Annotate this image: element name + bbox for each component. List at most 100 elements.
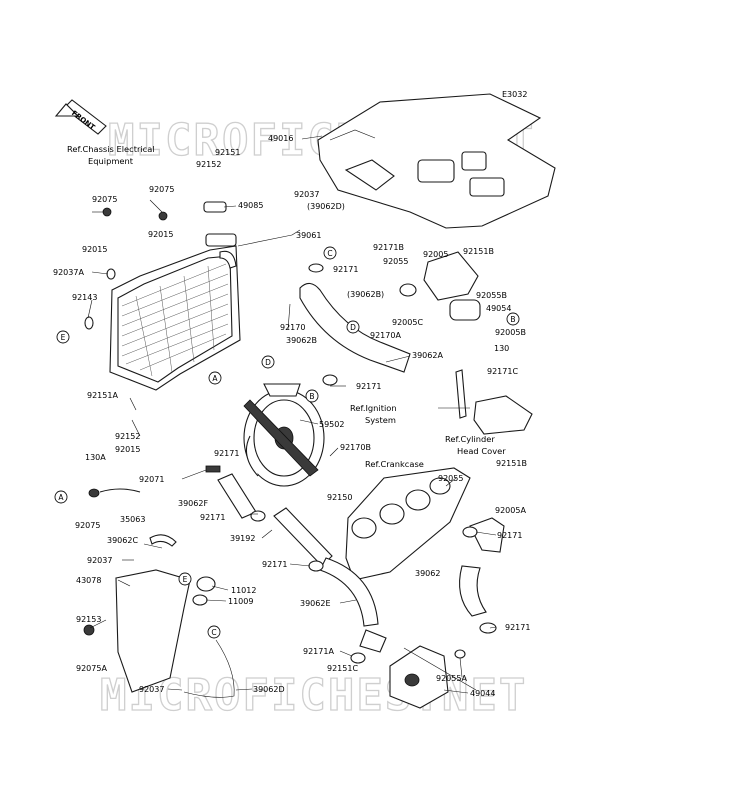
callout-a-1: A — [208, 371, 222, 385]
part-label: 92015 — [148, 230, 173, 239]
part-label: 92170B — [340, 443, 371, 452]
part-label: 92015 — [115, 445, 140, 454]
part-label: 92171 — [214, 449, 239, 458]
hardware-drawing — [83, 207, 497, 664]
part-label: 11012 — [231, 586, 256, 595]
part-label: 92171 — [333, 265, 358, 274]
part-label: 92151A — [87, 391, 118, 400]
part-label: 39062A — [412, 351, 443, 360]
note-ignition-line1: Ref.Ignition — [350, 403, 397, 413]
cylinder-head-cover-drawing — [455, 369, 533, 435]
part-label: 92170A — [370, 331, 401, 340]
part-label: 92075A — [76, 664, 107, 673]
part-label: 92075 — [92, 195, 117, 204]
part-label: 92171 — [262, 560, 287, 569]
part-label: 92005 — [423, 250, 448, 259]
part-label: 130 — [494, 344, 509, 353]
part-label: 49044 — [470, 689, 495, 698]
part-label: 92005A — [495, 506, 526, 515]
svg-text:D: D — [265, 358, 271, 367]
part-label: (39062B) — [347, 290, 384, 299]
part-label: 92071 — [139, 475, 164, 484]
part-label: 92055B — [476, 291, 507, 300]
part-label: 59502 — [319, 420, 344, 429]
part-label: 92055 — [383, 257, 408, 266]
part-label: 92005C — [392, 318, 423, 327]
part-label: 92055 — [438, 474, 463, 483]
part-label: 92152 — [115, 432, 140, 441]
callout-e-1: E — [56, 330, 70, 344]
svg-text:A: A — [212, 374, 218, 383]
part-label: 49085 — [238, 201, 263, 210]
hose-39192-drawing — [217, 473, 505, 653]
part-label: 92151B — [463, 247, 494, 256]
callout-e-2: E — [178, 572, 192, 586]
radiator-drawing — [109, 201, 241, 391]
part-label: 92150 — [327, 493, 352, 502]
thermostat-drawing — [399, 251, 481, 321]
svg-text:D: D — [350, 323, 356, 332]
hose-39062a-drawing — [299, 282, 411, 373]
callout-c-2: C — [207, 625, 221, 639]
note-chassis-line1: Ref.Chassis Electrical — [67, 144, 155, 154]
note-ignition-line2: System — [365, 415, 396, 425]
part-label: 92075 — [149, 185, 174, 194]
svg-text:C: C — [211, 628, 216, 637]
callout-a-2: A — [54, 490, 68, 504]
part-label: 39062C — [107, 536, 138, 545]
part-label: 92005B — [495, 328, 526, 337]
callout-d-2: D — [261, 355, 275, 369]
water-pump-drawing — [389, 645, 477, 709]
part-label: 92037 — [87, 556, 112, 565]
callout-d-1: D — [346, 320, 360, 334]
part-label: 92151C — [327, 664, 358, 673]
part-label: 39061 — [296, 231, 321, 240]
note-cylinder-line2: Head Cover — [457, 446, 506, 456]
part-label: 92171 — [505, 623, 530, 632]
part-label: 92143 — [72, 293, 97, 302]
part-label: 92171C — [487, 367, 518, 376]
part-label: 92153 — [76, 615, 101, 624]
callout-b-2: B — [305, 389, 319, 403]
part-label: 92037 — [139, 685, 164, 694]
callout-b-1: B — [506, 312, 520, 326]
part-label: 92171B — [373, 243, 404, 252]
part-label: 92152 — [196, 160, 221, 169]
svg-text:E: E — [61, 333, 66, 342]
part-label: 92151 — [215, 148, 240, 157]
svg-text:E: E — [183, 575, 188, 584]
leader-lines — [87, 135, 497, 694]
part-label: 92171 — [200, 513, 225, 522]
part-label: 92171 — [497, 531, 522, 540]
reservoir-tank-drawing — [115, 534, 235, 698]
part-label: 130A — [85, 453, 106, 462]
part-label: 39192 — [230, 534, 255, 543]
svg-text:C: C — [327, 249, 332, 258]
part-label: 92015 — [82, 245, 107, 254]
callout-c-1: C — [323, 246, 337, 260]
note-chassis-line2: Equipment — [88, 156, 134, 166]
part-label: 39062B — [286, 336, 317, 345]
svg-text:B: B — [510, 315, 515, 324]
crankcase-drawing — [345, 467, 471, 581]
part-label: 43078 — [76, 576, 101, 585]
fan-drawing — [243, 383, 325, 487]
part-label: 92075 — [75, 521, 100, 530]
part-label: 92170 — [280, 323, 305, 332]
part-label: 35063 — [120, 515, 145, 524]
note-crankcase: Ref.Crankcase — [365, 459, 424, 469]
part-label: 39062 — [415, 569, 440, 578]
guard-plate-drawing — [317, 93, 556, 229]
part-label: 92171 — [356, 382, 381, 391]
part-label: 92037 — [294, 190, 319, 199]
part-label: (39062D) — [307, 202, 345, 211]
part-labels: 49016 92151 92152 92075 92075 49085 9203… — [53, 134, 530, 698]
part-label: 92151B — [496, 459, 527, 468]
diagram-code: E3032 — [502, 90, 527, 99]
part-label: 92171A — [303, 647, 334, 656]
part-label: 39062D — [253, 685, 285, 694]
part-label: 11009 — [228, 597, 253, 606]
part-label: 49016 — [268, 134, 293, 143]
part-label: 39062E — [300, 599, 331, 608]
